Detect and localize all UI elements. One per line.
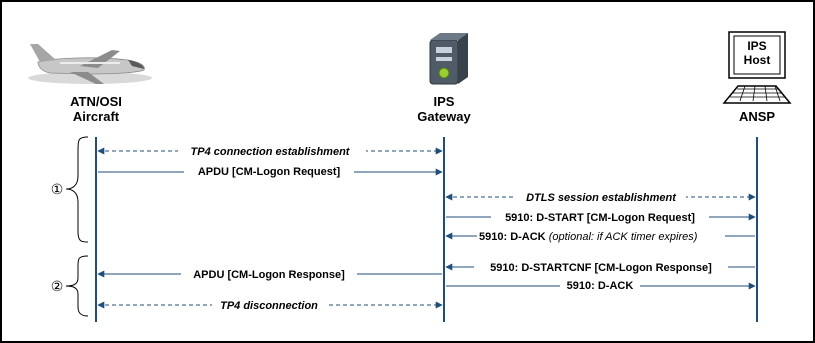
apdu-logon-response-label: APDU [CM-Logon Response]	[193, 269, 345, 281]
tp4-disconnect-label: TP4 disconnection	[220, 300, 318, 312]
dack-optional-prefix: 5910: D-ACK	[479, 231, 549, 243]
dstartcnf-label: 5910: D-STARTCNF [CM-Logon Response]	[490, 262, 712, 274]
gateway-label-line1: IPS	[434, 94, 455, 109]
apdu-logon-request-label: APDU [CM-Logon Request]	[198, 166, 341, 178]
gateway-label-line2: Gateway	[417, 109, 471, 124]
phase-1-marker: ①	[51, 181, 64, 197]
phase-1-bracket	[65, 136, 89, 243]
dtls-session-label: DTLS session establishment	[526, 192, 677, 204]
phase-2-marker: ②	[51, 278, 64, 294]
tp4-connect-label: TP4 connection establishment	[191, 146, 351, 158]
aircraft-label-line1: ATN/OSI	[70, 94, 122, 109]
ansp-host-label-line2: Host	[744, 53, 771, 67]
dack-label: 5910: D-ACK	[567, 280, 634, 292]
ansp-label: ANSP	[739, 109, 775, 124]
server-icon	[429, 33, 468, 85]
dack-optional-label: 5910: D-ACK (optional: if ACK timer expi…	[479, 231, 698, 243]
airplane-icon	[28, 44, 152, 84]
dack-optional-note: (optional: if ACK timer expires)	[549, 231, 698, 243]
phase-2-bracket	[65, 255, 89, 317]
computer-terminal-icon	[722, 31, 792, 104]
dstart-label: 5910: D-START [CM-Logon Request]	[505, 212, 695, 224]
aircraft-label-line2: Aircraft	[73, 109, 120, 124]
ansp-host-label-line1: IPS	[747, 39, 766, 53]
